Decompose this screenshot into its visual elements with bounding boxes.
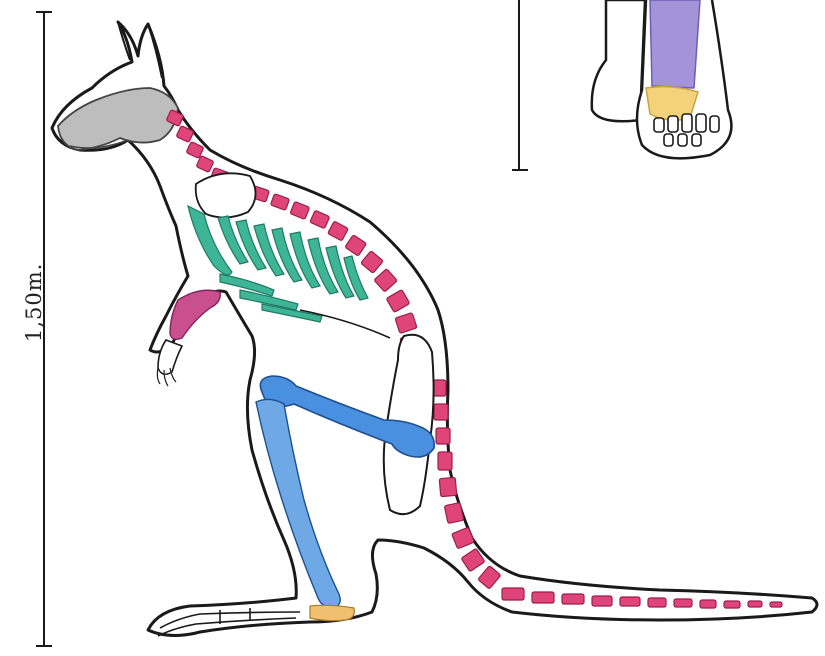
height-label: 1,50m.	[22, 282, 46, 342]
metatarsal	[310, 605, 354, 620]
partial-leg-figure	[592, 0, 732, 158]
partial-scale-bar	[512, 0, 528, 170]
scapula	[196, 173, 256, 217]
partial-leg-bone	[650, 0, 700, 88]
